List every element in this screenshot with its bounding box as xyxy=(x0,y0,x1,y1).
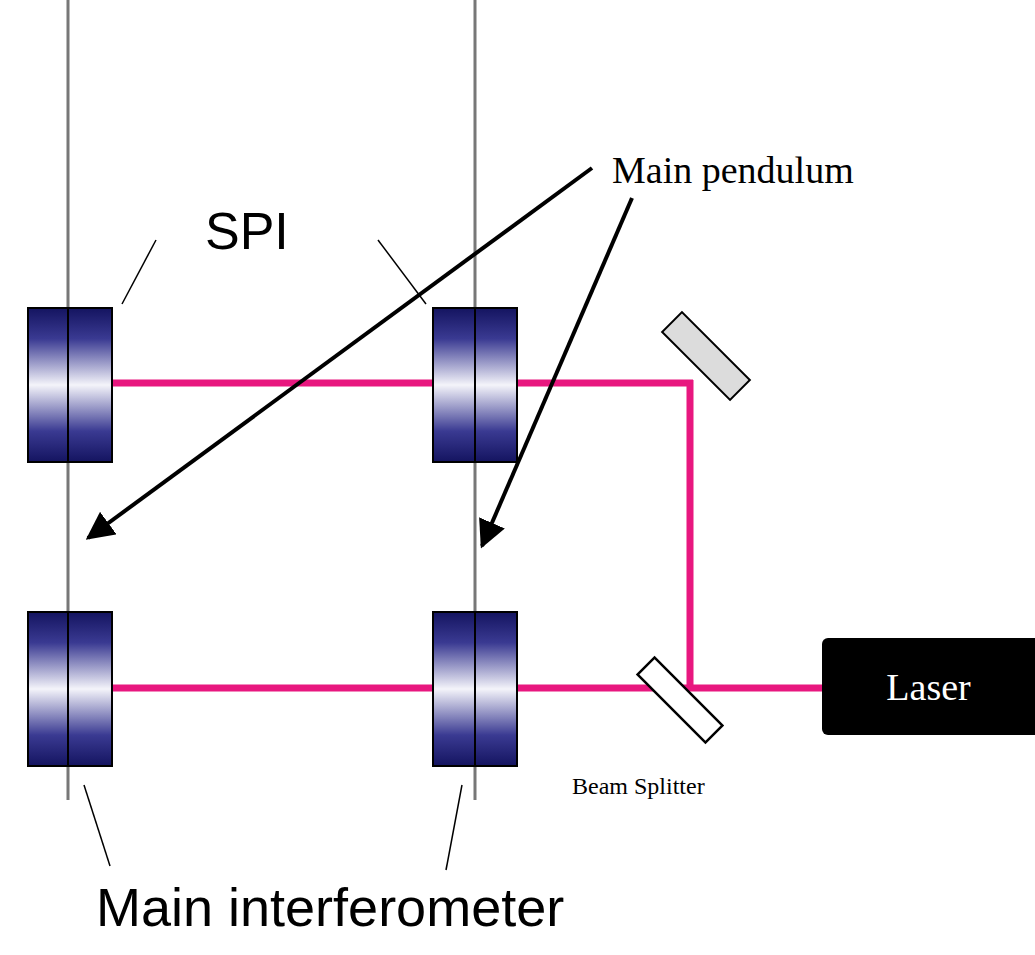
pointer-arrow xyxy=(88,168,632,546)
part-label: Main interferometer xyxy=(96,878,564,937)
part-label: SPI xyxy=(205,203,289,260)
leader-line xyxy=(84,240,462,870)
steering-mirror xyxy=(662,312,750,400)
beam-splitter xyxy=(638,658,723,743)
part-label: Beam Splitter xyxy=(572,773,705,799)
mirror xyxy=(28,308,112,462)
mirror xyxy=(433,308,517,462)
laser-box: Laser xyxy=(822,638,1035,735)
node-text: Laser xyxy=(886,665,970,709)
callout-label: Main pendulum xyxy=(612,150,854,192)
mirror xyxy=(28,612,112,766)
mirror xyxy=(433,612,517,766)
